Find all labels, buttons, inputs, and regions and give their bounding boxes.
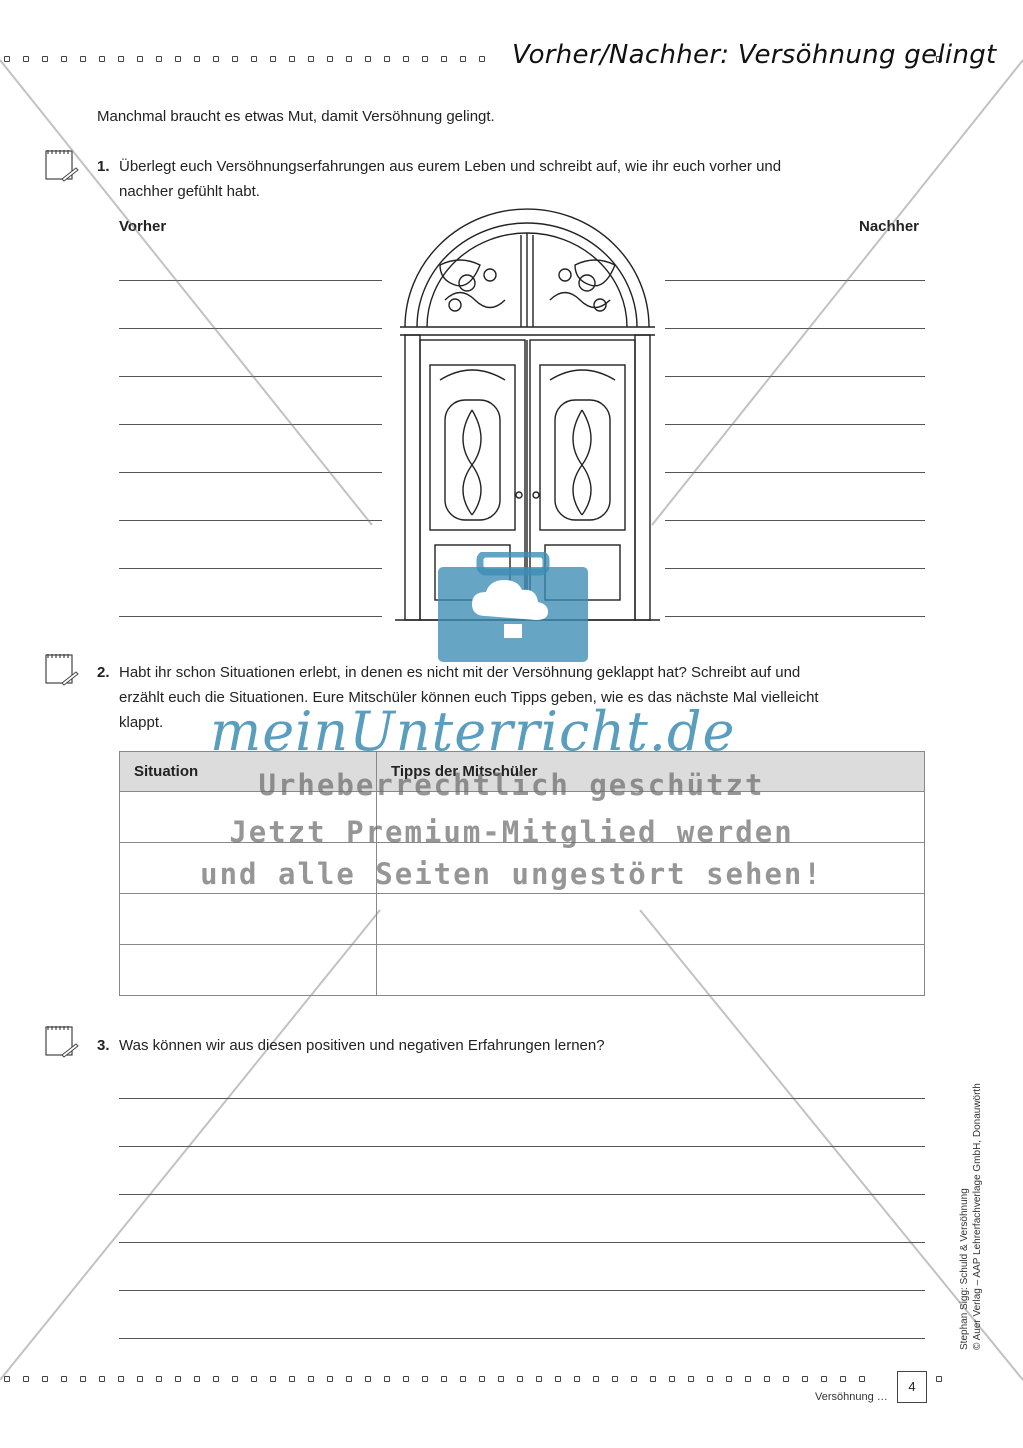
side-credit-line2: © Auer Verlag – AAP Lehrerfachverlage Gm… (972, 1083, 983, 1350)
writing-line-right[interactable] (665, 376, 925, 377)
footer-label: Versöhnung … (815, 1391, 888, 1403)
task-3-text-line1: Was können wir aus diesen positiven und … (119, 1037, 605, 1054)
table-row (119, 842, 925, 894)
task-2-text-line2: erzählt euch die Situationen. Eure Mitsc… (119, 689, 819, 706)
table-cell[interactable] (119, 893, 377, 945)
task-1-text-line2: nachher gefühlt habt. (119, 183, 260, 200)
notepad-pencil-icon (45, 1026, 79, 1058)
watermark-brand: meinUnterricht.de (210, 700, 736, 763)
column-head-nachher: Nachher (859, 218, 919, 235)
table-row (119, 893, 925, 945)
writing-line-left[interactable] (119, 472, 382, 473)
writing-line-right[interactable] (665, 616, 925, 617)
table-cell[interactable] (376, 893, 925, 945)
task-3-number: 3. (97, 1037, 110, 1054)
writing-line-right[interactable] (665, 472, 925, 473)
writing-line-left[interactable] (119, 376, 382, 377)
writing-line-left[interactable] (119, 280, 382, 281)
table-row (119, 944, 925, 996)
task-1-text-line1: Überlegt euch Versöhnungserfahrungen aus… (119, 158, 782, 175)
writing-line-left[interactable] (119, 328, 382, 329)
watermark-line-1: Urheberrechtlich geschützt (258, 768, 765, 802)
writing-line-right[interactable] (665, 424, 925, 425)
column-head-vorher: Vorher (119, 218, 167, 235)
intro-text: Manchmal braucht es etwas Mut, damit Ver… (97, 108, 495, 125)
top-dotted-border-end (936, 56, 942, 62)
answer-line[interactable] (119, 1290, 925, 1291)
table-cell[interactable] (376, 791, 925, 843)
task-1-number: 1. (97, 158, 110, 175)
writing-line-left[interactable] (119, 616, 382, 617)
task-2-number: 2. (97, 664, 110, 681)
page-number: 4 (897, 1371, 927, 1403)
table-cell[interactable] (376, 944, 925, 996)
briefcase-cloud-icon (438, 552, 588, 662)
writing-line-left[interactable] (119, 520, 382, 521)
writing-line-left[interactable] (119, 568, 382, 569)
answer-line[interactable] (119, 1146, 925, 1147)
top-dotted-border (4, 54, 498, 64)
answer-line[interactable] (119, 1242, 925, 1243)
watermark-line-2: Jetzt Premium-Mitglied werden (229, 815, 794, 849)
writing-line-left[interactable] (119, 424, 382, 425)
notepad-pencil-icon (45, 654, 79, 686)
writing-line-right[interactable] (665, 520, 925, 521)
task-2-text-line1: Habt ihr schon Situationen erlebt, in de… (119, 664, 801, 681)
answer-line[interactable] (119, 1098, 925, 1099)
side-credit-line1: Stephan Sigg: Schuld & Versöhnung (959, 1188, 970, 1350)
side-credit: Stephan Sigg: Schuld & Versöhnung © Auer… (958, 1083, 984, 1350)
bottom-dotted-border (4, 1374, 878, 1384)
table-cell[interactable] (119, 944, 377, 996)
writing-line-right[interactable] (665, 328, 925, 329)
writing-line-right[interactable] (665, 280, 925, 281)
answer-line[interactable] (119, 1338, 925, 1339)
ornate-double-door-illustration (395, 208, 660, 621)
answer-line[interactable] (119, 1194, 925, 1195)
situation-table: Situation Tipps der Mitschüler (119, 751, 925, 996)
notepad-pencil-icon (45, 150, 79, 182)
watermark-line-3: und alle Seiten ungestört sehen! (200, 857, 823, 891)
writing-line-right[interactable] (665, 568, 925, 569)
task-2-text-line3: klappt. (119, 714, 164, 731)
page-title: Vorher/Nachher: Versöhnung gelingt (512, 40, 997, 70)
bottom-dotted-border-end (936, 1376, 942, 1382)
